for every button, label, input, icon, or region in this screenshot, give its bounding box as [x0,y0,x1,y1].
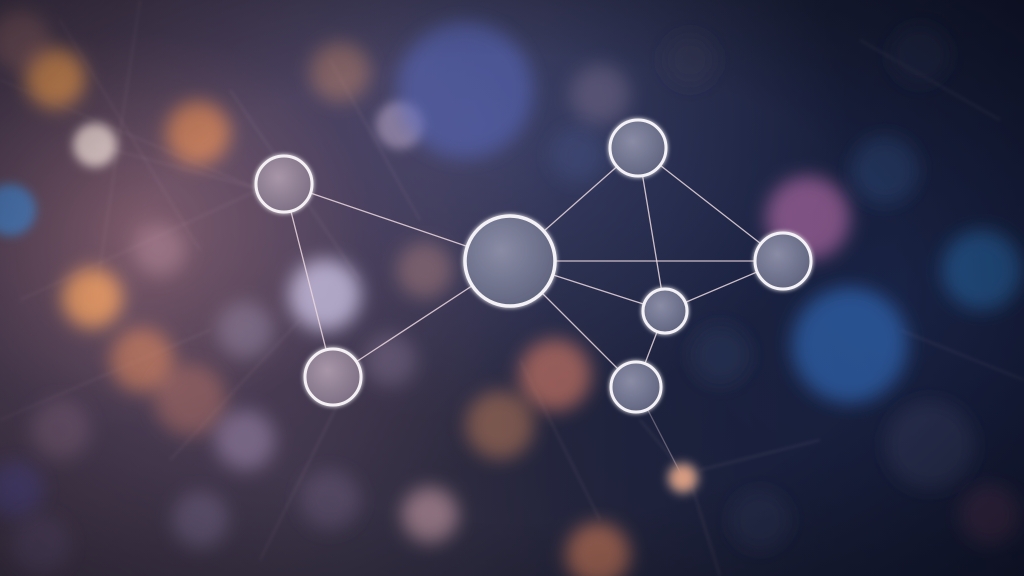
bokeh-circle [550,127,606,183]
bokeh-circle [397,242,453,298]
node-circle [753,231,813,291]
hub-node-circle [463,214,557,308]
network-nodes [254,118,813,414]
bokeh-circle [217,302,273,358]
distant-node-circle [668,463,698,493]
bokeh-circle [62,268,122,328]
bokeh-circle [30,400,90,460]
bokeh-circle [166,101,230,165]
bokeh-circle [0,184,36,236]
bokeh-circle [792,287,908,403]
edge [637,147,784,262]
bokeh-circle [942,230,1022,310]
bokeh-circle [300,470,360,530]
bokeh-circle [466,391,534,459]
bokeh-circle [886,401,974,489]
bokeh-circle [397,22,533,158]
bokeh-circle [154,364,226,436]
bokeh-circle [730,490,790,550]
bokeh-circle [0,462,43,518]
node-circle [303,347,363,407]
bokeh-circle [10,515,70,575]
bokeh-circle [851,136,919,204]
bokeh-circle [172,492,228,548]
bokeh-circle [566,523,630,576]
node-circle [641,287,689,335]
bokeh-circle [73,123,117,167]
bokeh-circle [364,334,416,386]
network-edges [283,147,784,479]
node-circle [609,360,663,414]
bokeh-circle [402,487,458,543]
bokeh-circle [960,485,1020,545]
bokeh-circle [890,25,950,85]
bokeh-circle [215,410,275,470]
bokeh-circle [110,328,174,392]
bokeh-circle [690,325,750,385]
edge [283,183,334,378]
node-circle [254,154,314,214]
bokeh-circle [519,339,591,411]
bokeh-circle [310,42,370,102]
bokeh-circle [664,34,716,86]
node-circle [608,118,668,178]
bokeh-circle [134,224,186,276]
bokeh-circle [25,48,85,108]
bokeh-circle [570,65,630,125]
bokeh-circle [0,10,50,70]
